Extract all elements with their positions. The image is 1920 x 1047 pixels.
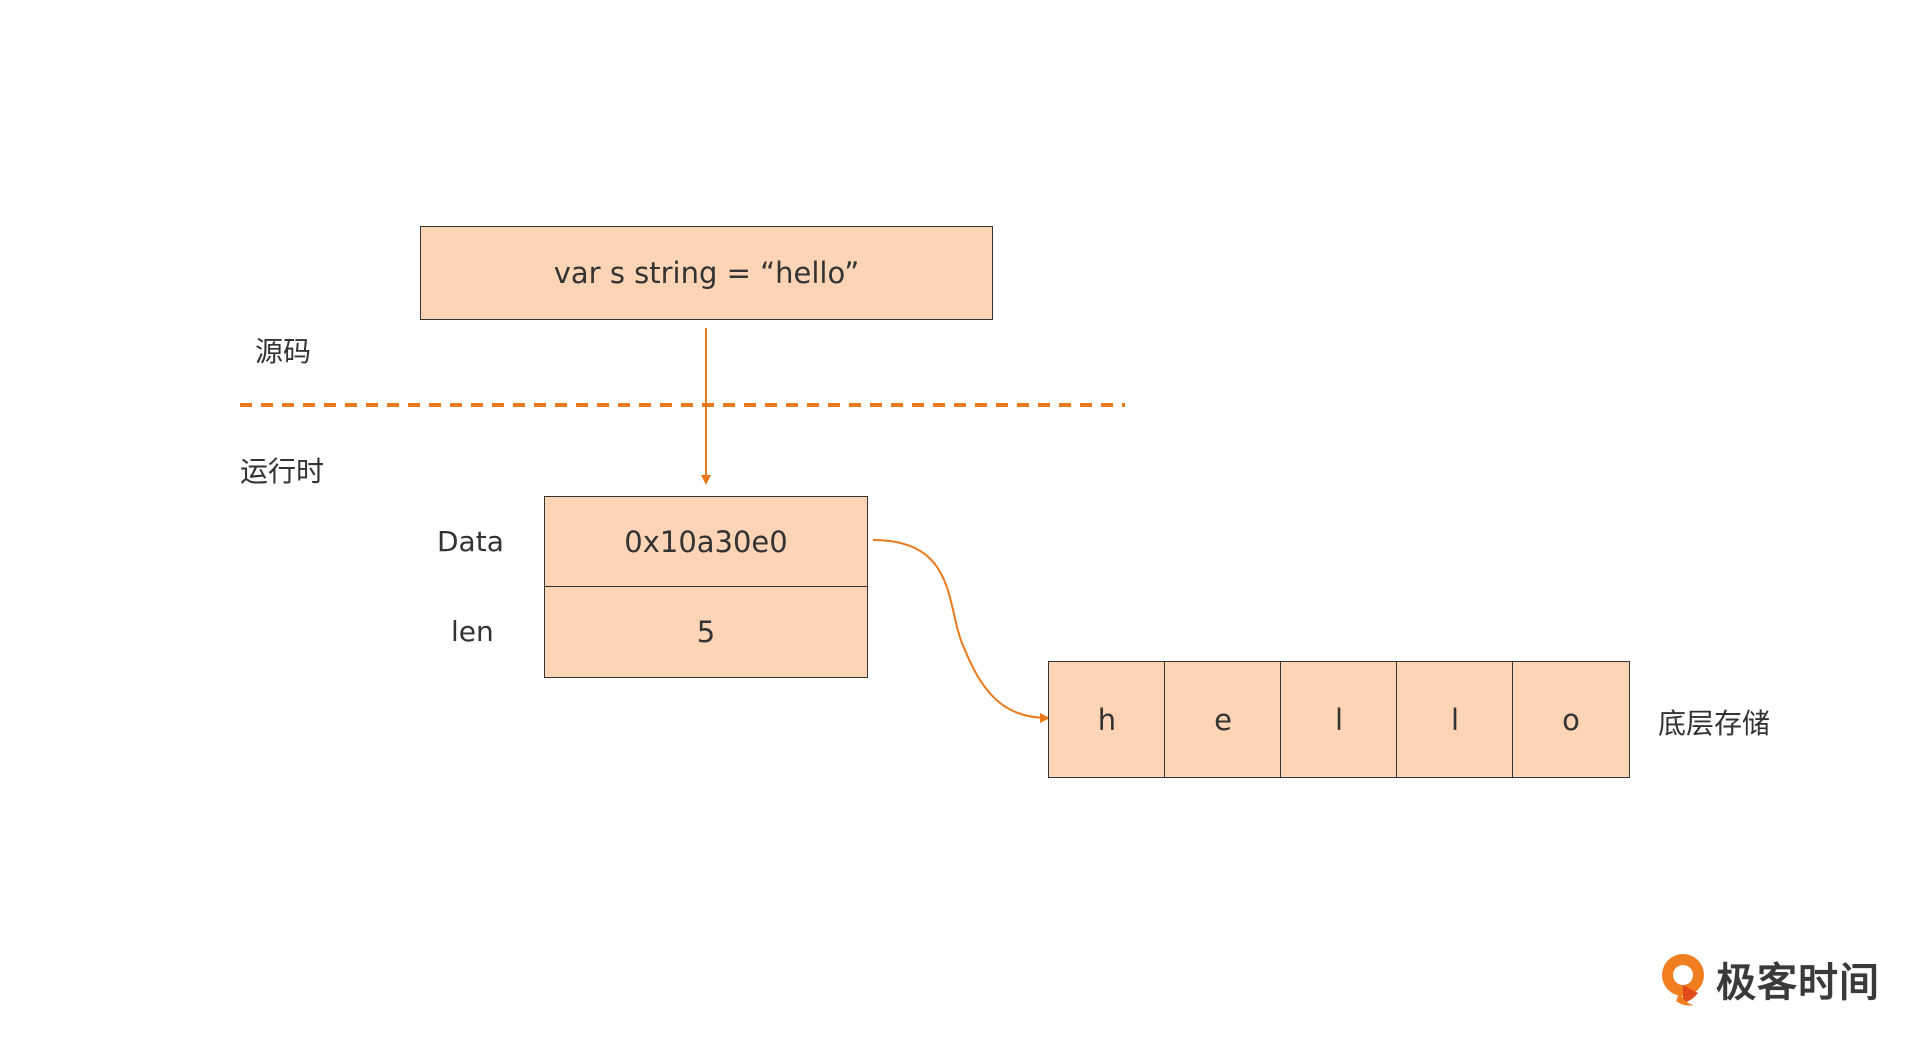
storage-cell-char: h — [1097, 702, 1117, 737]
storage-cell-char: o — [1562, 702, 1580, 737]
storage-cell-char: e — [1214, 702, 1232, 737]
data-field-value: 0x10a30e0 — [624, 525, 788, 559]
storage-cell: l — [1280, 661, 1398, 778]
data-field-label: Data — [437, 525, 504, 558]
source-label: 源码 — [255, 335, 312, 368]
geektime-logo: 极客时间 — [1658, 950, 1880, 1008]
runtime-label: 运行时 — [240, 455, 325, 488]
storage-cell: h — [1048, 661, 1166, 778]
pointer-arrow — [872, 539, 1050, 723]
data-field-box: 0x10a30e0 — [544, 496, 868, 588]
storage-cell: e — [1164, 661, 1282, 778]
geektime-logo-icon — [1662, 954, 1704, 1006]
source-code-text: var s string = “hello” — [553, 256, 860, 290]
len-field-value: 5 — [696, 615, 716, 649]
len-field-box: 5 — [544, 586, 868, 678]
storage-cell: o — [1512, 661, 1630, 778]
storage-cell-char: l — [1450, 702, 1460, 737]
logo-text: 极客时间 — [1716, 960, 1880, 1006]
len-field-label: len — [451, 615, 494, 648]
source-code-box: var s string = “hello” — [420, 226, 993, 320]
storage-cell-char: l — [1334, 702, 1344, 737]
storage-cell: l — [1396, 661, 1514, 778]
storage-label: 底层存储 — [1658, 707, 1771, 740]
